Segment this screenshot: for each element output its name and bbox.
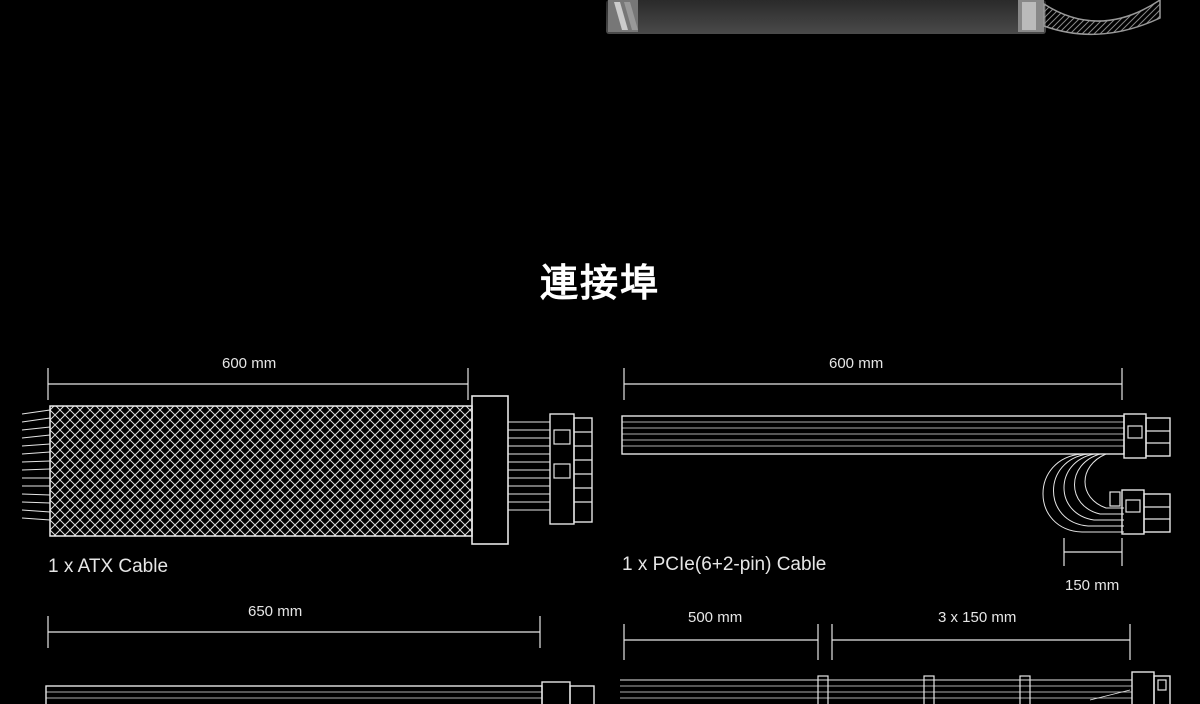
pcie-chain-length-label: 150 mm	[1065, 577, 1120, 594]
pcie-cable-label: 1 x PCIe(6+2-pin) Cable	[622, 554, 827, 575]
pcie-cable-drawing	[621, 368, 1171, 566]
sata-first-length-label: 500 mm	[688, 609, 743, 626]
psu-product-image	[606, 0, 1161, 36]
cable-650-drawing	[45, 616, 595, 704]
section-title: 連接埠	[539, 261, 660, 305]
pcie-length-label: 600 mm	[829, 355, 884, 372]
cable-650-length-label: 650 mm	[248, 603, 303, 620]
atx-length-label: 600 mm	[222, 355, 277, 372]
atx-cable-label: 1 x ATX Cable	[48, 556, 169, 577]
sata-chain-length-label: 3 x 150 mm	[938, 609, 1017, 626]
cable-sata-drawing	[620, 624, 1171, 704]
atx-cable-drawing	[21, 368, 593, 545]
